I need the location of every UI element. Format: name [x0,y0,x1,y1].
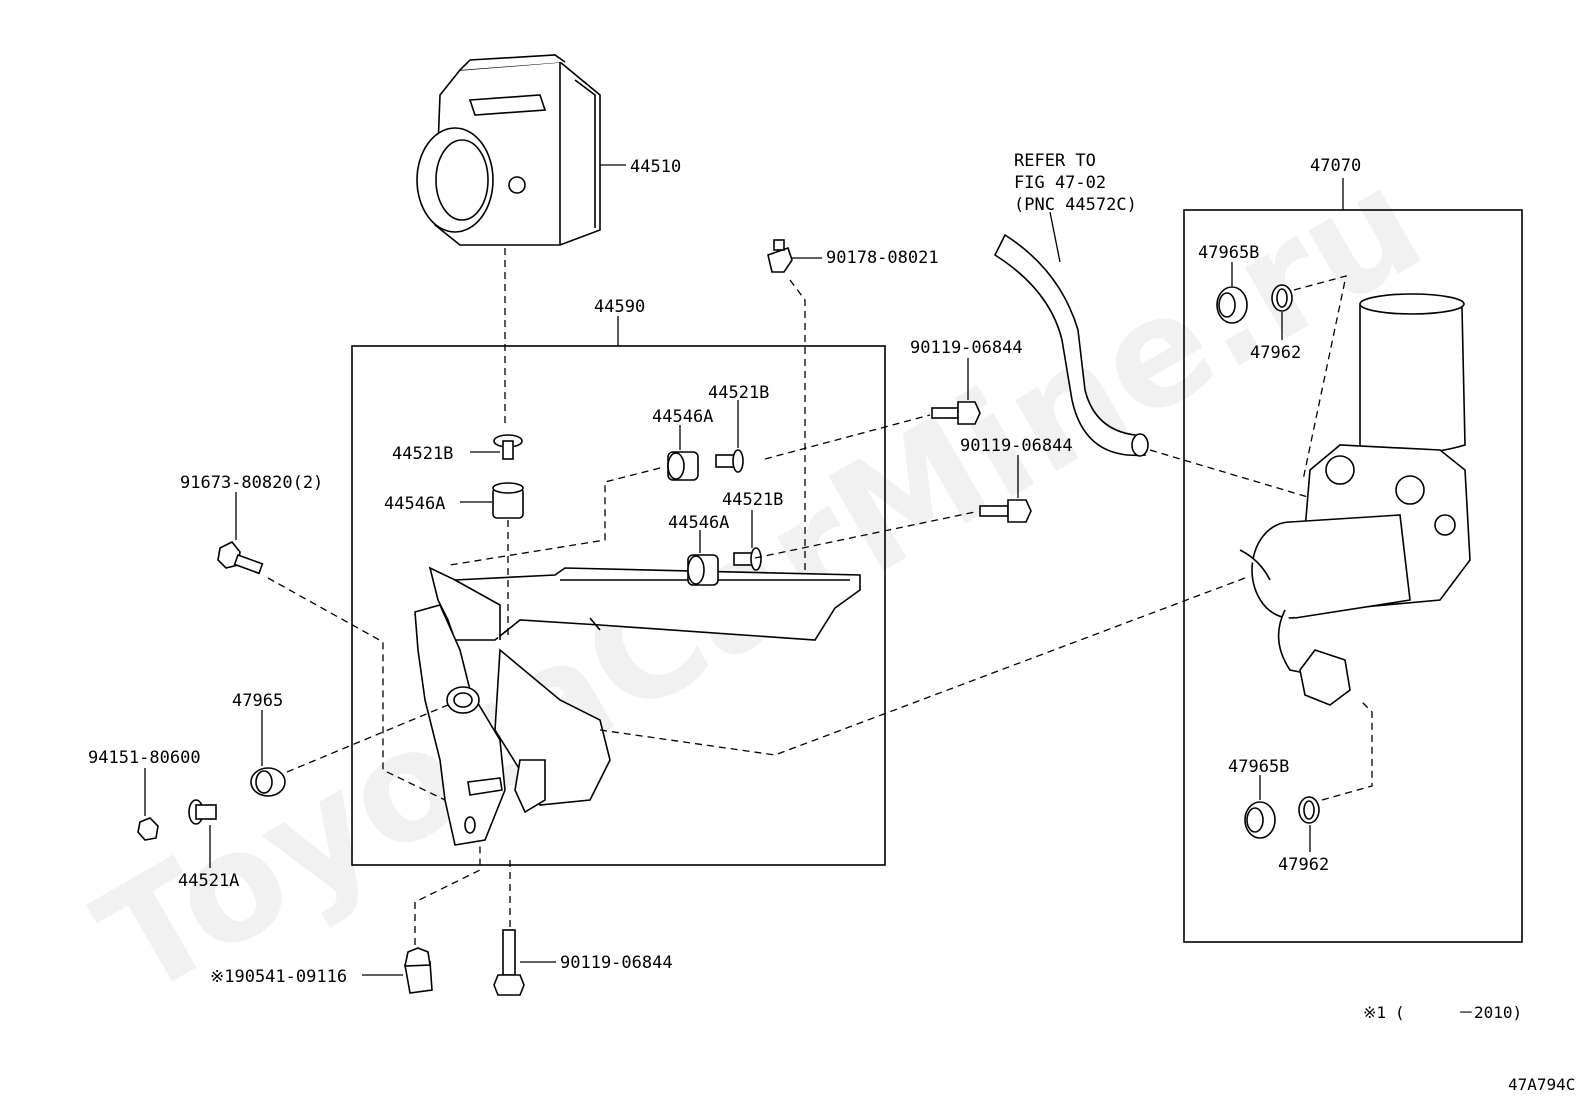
refer-line-1: REFER TO [1014,151,1096,171]
bracket-part[interactable] [414,566,861,846]
footnote-range: －2010) [1458,1003,1522,1022]
refer-line-3: (PNC 44572C) [1014,195,1137,215]
diagram-code: 47A794C [1508,1075,1575,1094]
label-47965b-top: 47965B [1198,243,1259,263]
bolt-91673-part[interactable] [217,540,264,575]
label-44546a-center: 44546A [384,494,445,514]
label-44546a-upper: 44546A [652,407,713,427]
pump-motor-part[interactable] [1239,293,1471,706]
label-44590: 44590 [594,297,645,317]
footnote-paren: ( [1395,1003,1405,1022]
label-44521b-upper: 44521B [708,383,769,403]
collar-44521b-center-part[interactable] [493,434,523,460]
label-47965: 47965 [232,691,283,711]
label-44510: 44510 [630,157,681,177]
label-44521b-lower: 44521B [722,490,783,510]
label-47962-bottom: 47962 [1278,855,1329,875]
label-91673-80820: 91673-80820(2) [180,473,323,493]
label-90119-mid: 90119-06844 [960,436,1073,456]
footnote-marker: ※1 [1363,1003,1386,1022]
pump-assembly-box [1183,209,1523,943]
bolt-90119-bottom-part[interactable] [493,929,525,996]
collar-44521a-part[interactable] [188,799,217,825]
grommet-44546a-center-part[interactable] [492,482,524,519]
nut-90541-part[interactable] [404,947,433,994]
ring-47962-bottom-part[interactable] [1298,796,1320,824]
hose-part[interactable] [993,233,1149,457]
label-90541-09116: ※190541-09116 [210,967,347,987]
label-47962-top: 47962 [1250,343,1301,363]
label-90178-08021: 90178-08021 [826,248,939,268]
collar-44521b-upper-part[interactable] [715,449,744,473]
label-47965b-bottom: 47965B [1228,757,1289,777]
collar-44521b-lower-part[interactable] [733,547,762,571]
grommet-44546a-upper-part[interactable] [667,451,699,481]
grommet-47965b-top-part[interactable] [1216,286,1248,324]
label-47070: 47070 [1310,156,1361,176]
label-44546a-lower: 44546A [668,513,729,533]
nut-94151-part[interactable] [137,817,159,841]
clip-90178-part[interactable] [767,239,793,273]
grommet-47965-part[interactable] [250,767,286,797]
bolt-90119-upper-part[interactable] [931,401,981,425]
bolt-90119-mid-part[interactable] [979,499,1032,523]
label-44521a: 44521A [178,871,239,891]
label-44521b-center: 44521B [392,444,453,464]
ring-47962-top-part[interactable] [1271,284,1293,312]
grommet-44546a-lower-part[interactable] [687,554,719,586]
refer-line-2: FIG 47-02 [1014,173,1106,193]
label-90119-bottom: 90119-06844 [560,953,673,973]
label-90119-upper: 90119-06844 [910,338,1023,358]
grommet-47965b-bottom-part[interactable] [1244,801,1276,839]
label-94151-80600: 94151-80600 [88,748,201,768]
abs-actuator-part[interactable] [416,54,601,246]
